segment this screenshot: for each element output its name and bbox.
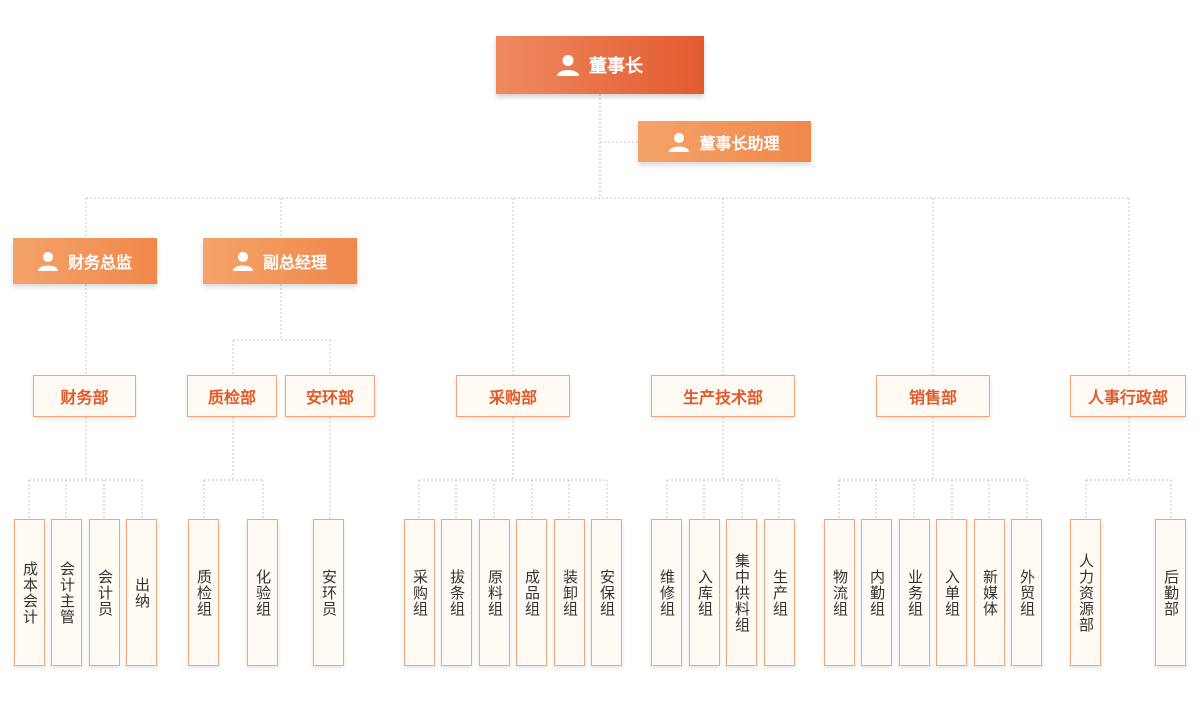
vp-node: 副总经理 — [203, 238, 357, 284]
group-label: 维修组 — [658, 568, 676, 617]
group-human-resources: 人力资源部 — [1070, 519, 1101, 666]
user-icon — [37, 251, 58, 271]
group-label: 成本会计 — [21, 560, 39, 625]
group-label: 采购组 — [411, 568, 429, 617]
group-label: 入库组 — [696, 568, 714, 617]
group-label: 内勤组 — [868, 568, 886, 617]
group-label: 质检组 — [195, 568, 213, 617]
group-accountant: 会计员 — [89, 519, 120, 666]
group-label: 原料组 — [486, 568, 504, 617]
group-logistics-support: 后勤部 — [1155, 519, 1186, 666]
group-quality-inspection: 质检组 — [188, 519, 219, 666]
group-label: 出纳 — [133, 576, 151, 609]
dept-purchase: 采购部 — [456, 375, 570, 417]
user-icon — [669, 132, 690, 152]
dept-production: 生产技术部 — [651, 375, 795, 417]
group-safety-officer: 安环员 — [313, 519, 344, 666]
group-label: 物流组 — [831, 568, 849, 617]
group-batiao: 拔条组 — [441, 519, 472, 666]
vp-label: 副总经理 — [262, 253, 327, 272]
user-icon — [232, 251, 253, 271]
dept-hr: 人事行政部 — [1070, 375, 1186, 417]
group-finished-goods: 成品组 — [516, 519, 547, 666]
group-label: 拔条组 — [448, 568, 466, 617]
group-new-media: 新媒体 — [974, 519, 1005, 666]
group-production: 生产组 — [764, 519, 795, 666]
group-label: 人力资源部 — [1077, 552, 1095, 633]
group-cost-accounting: 成本会计 — [14, 519, 45, 666]
assistant-label: 董事长助理 — [699, 133, 780, 153]
dept-env: 安环部 — [285, 375, 375, 417]
group-label: 安保组 — [598, 568, 616, 617]
group-label: 会计员 — [96, 568, 114, 617]
group-loading: 装卸组 — [554, 519, 585, 666]
group-warehousing: 入库组 — [689, 519, 720, 666]
group-raw-material: 原料组 — [479, 519, 510, 666]
group-label: 安环员 — [320, 568, 338, 617]
group-order-entry: 入单组 — [936, 519, 967, 666]
dept-finance: 财务部 — [33, 375, 136, 417]
group-purchase: 采购组 — [404, 519, 435, 666]
assistant-node: 董事长助理 — [638, 121, 811, 162]
cfo-node: 财务总监 — [13, 238, 157, 284]
group-label: 入单组 — [943, 568, 961, 617]
group-label: 化验组 — [254, 568, 272, 617]
group-central-supply: 集中供料组 — [726, 519, 757, 666]
group-office-support: 内勤组 — [861, 519, 892, 666]
group-accounting-supervisor: 会计主管 — [51, 519, 82, 666]
group-label: 生产组 — [771, 568, 789, 617]
dept-sales: 销售部 — [876, 375, 990, 417]
chairman-node: 董事长 — [496, 36, 704, 94]
group-label: 会计主管 — [58, 560, 76, 625]
group-business: 业务组 — [899, 519, 930, 666]
group-lab-test: 化验组 — [247, 519, 278, 666]
group-maintenance: 维修组 — [651, 519, 682, 666]
dept-qc: 质检部 — [187, 375, 277, 417]
group-label: 成品组 — [523, 568, 541, 617]
group-label: 新媒体 — [981, 568, 999, 617]
group-label: 后勤部 — [1162, 568, 1180, 617]
group-label: 装卸组 — [561, 568, 579, 617]
group-foreign-trade: 外贸组 — [1011, 519, 1042, 666]
group-label: 业务组 — [906, 568, 924, 617]
cfo-label: 财务总监 — [67, 253, 132, 272]
group-cashier: 出纳 — [126, 519, 157, 666]
chairman-label: 董事长 — [589, 56, 643, 77]
group-label: 集中供料组 — [733, 552, 751, 633]
group-logistics: 物流组 — [824, 519, 855, 666]
user-icon — [557, 55, 579, 76]
group-label: 外贸组 — [1018, 568, 1036, 617]
group-security: 安保组 — [591, 519, 622, 666]
